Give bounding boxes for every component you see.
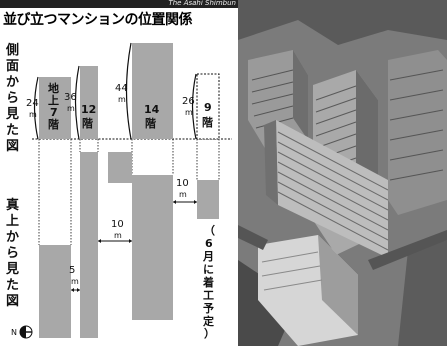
note-char: 定 [203, 314, 214, 328]
compass-label: N [11, 328, 17, 337]
gap-b-c-unit: m [114, 231, 122, 240]
side-view-char: 面 [6, 59, 19, 74]
compass-icon: N [11, 325, 33, 339]
side-building-c: 44 m 14 階 [115, 42, 173, 140]
gap-a-b-unit: m [71, 277, 79, 286]
gap-b-c: 10 m [98, 219, 132, 243]
header: The Asahi Shimbun 並び立つマンションの位置関係 [0, 0, 238, 38]
building-a-unit: m [29, 110, 37, 119]
top-view-char: た [6, 278, 19, 293]
gap-c-d-value: 10 [176, 178, 189, 189]
top-view-char: ら [6, 246, 19, 261]
side-view-char: 見 [5, 107, 19, 122]
building-a-floor-char: 上 [48, 93, 59, 107]
note-char: （ [204, 224, 215, 237]
side-building-b: 36 m 12 階 [64, 65, 98, 140]
footprint-b [80, 152, 98, 338]
building-c-floor-char: 階 [145, 116, 156, 130]
building-c-unit: m [118, 95, 126, 104]
footprint-d [197, 180, 219, 219]
gap-c-d: 10 m [173, 178, 197, 204]
building-c-height: 44 [115, 83, 128, 94]
building-a-height-bracket [33, 76, 39, 140]
side-view-char: ら [6, 91, 19, 106]
page-title: 並び立つマンションの位置関係 [3, 12, 193, 28]
building-a-height: 24 [26, 98, 39, 109]
note-char: 月 [202, 250, 214, 263]
building-b-floor-char: 12 [81, 103, 96, 116]
building-d-floor-char: 9 [204, 101, 212, 114]
side-view-char: た [6, 123, 19, 138]
footprint-c-wing [108, 152, 132, 183]
aerial-photo [238, 0, 447, 346]
building-b-elevation [80, 66, 98, 139]
top-view-char: 真 [6, 197, 19, 213]
diagram: 側 面 か ら 見 た 図 真 上 か ら 見 た 図 24 m 地 上 [5, 42, 232, 340]
note-char: 予 [203, 302, 214, 315]
side-view-label: 側 面 か ら 見 た 図 [5, 42, 19, 154]
building-c-height-bracket [125, 42, 132, 140]
credit-text: The Asahi Shimbun [168, 0, 236, 7]
gap-a-b: 5 m [69, 265, 80, 292]
credit-strip: The Asahi Shimbun [0, 0, 238, 8]
building-d-elevation [196, 73, 220, 140]
building-a-elevation [39, 77, 71, 139]
projection-lines [38, 139, 220, 245]
building-a-floor-char: 階 [48, 117, 59, 131]
footprint-a [39, 245, 71, 338]
top-view-char: 上 [6, 214, 19, 229]
top-view-char: か [6, 230, 19, 245]
note-char: 着 [202, 275, 214, 289]
building-d-unit: m [185, 108, 193, 117]
note-char: に [203, 263, 214, 276]
footprint-c [132, 175, 173, 320]
top-view-char: 見 [5, 262, 19, 277]
building-d-height-bracket [191, 73, 197, 140]
building-c-floor-char: 14 [144, 103, 160, 116]
side-view-char: 図 [6, 139, 19, 154]
building-a-floor-char: 7 [50, 106, 58, 119]
note-char: 6 [205, 237, 213, 250]
building-b-height: 36 [64, 92, 77, 103]
building-a-floor-char: 地 [48, 81, 59, 95]
building-b-height-bracket [74, 65, 80, 140]
building-b-floor-char: 階 [82, 116, 93, 130]
top-view [39, 152, 219, 338]
gap-a-b-value: 5 [69, 265, 75, 276]
gap-c-d-unit: m [179, 190, 187, 199]
side-view-char: 側 [5, 42, 19, 58]
construction-note: （ 6 月 に 着 工 予 定 ） [202, 224, 215, 340]
side-view-char: か [6, 75, 19, 90]
note-char: ） [204, 327, 215, 340]
building-b-unit: m [67, 104, 75, 113]
top-view-char: 図 [6, 294, 19, 309]
building-d-height: 26 [182, 96, 195, 107]
note-char: 工 [203, 289, 214, 302]
side-building-d: 26 m 9 階 [182, 73, 220, 140]
side-building-a: 24 m 地 上 7 階 [26, 76, 71, 140]
top-view-label: 真 上 か ら 見 た 図 [5, 197, 19, 309]
gap-b-c-value: 10 [111, 219, 124, 230]
building-d-floor-char: 階 [202, 115, 213, 129]
building-c-elevation [132, 43, 173, 139]
